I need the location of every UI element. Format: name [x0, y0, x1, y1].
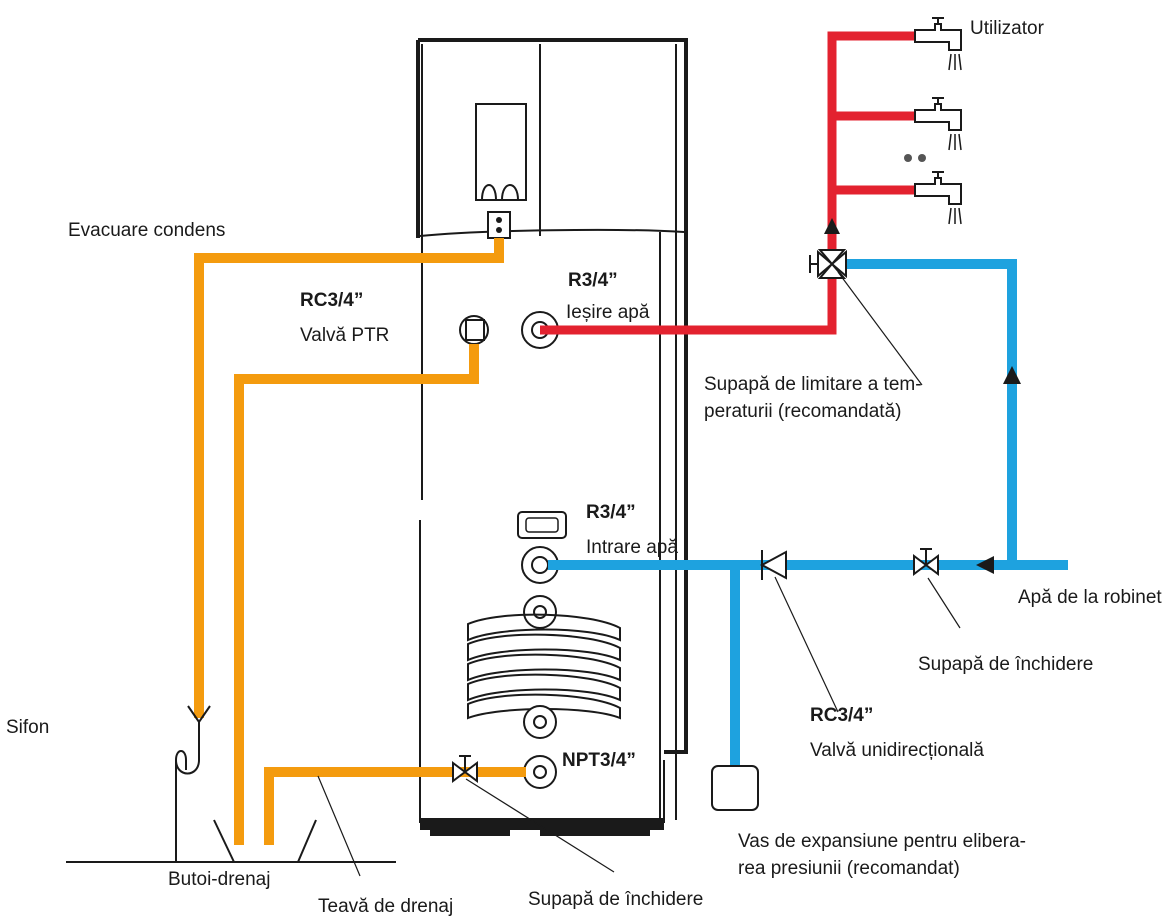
faucet-icon — [914, 17, 962, 71]
label-intrare-apa: Intrare apă — [586, 537, 678, 558]
condensate-pipes — [194, 238, 526, 845]
faucet-icon — [914, 97, 962, 151]
flow-arrow-hot — [824, 218, 840, 234]
condensate-outlet-fitting — [487, 211, 511, 239]
check-valve — [759, 550, 787, 580]
more-faucets-dots-icon — [904, 154, 926, 162]
label-supapa-limitare-1: Supapă de limitare a tem- — [704, 374, 922, 395]
temperature-limiting-valve — [809, 249, 847, 279]
label-teava-drenaj: Teavă de drenaj — [318, 896, 453, 917]
shutoff-valve-bottom — [452, 755, 478, 783]
expansion-vessel — [711, 765, 759, 811]
label-npt34: NPT3/4” — [562, 750, 636, 771]
label-iesire-apa: Ieșire apă — [566, 302, 650, 323]
leader-lines — [317, 271, 961, 877]
shutoff-valve-right — [913, 548, 939, 576]
faucet-icon — [914, 171, 962, 225]
drain-bucket — [213, 819, 317, 863]
drain-pipe — [264, 767, 526, 845]
label-valva-unidirectionala: Valvă unidirecțională — [810, 740, 984, 761]
label-rc34-check: RC3/4” — [810, 705, 873, 726]
label-supapa-inchidere-right: Supapă de închidere — [918, 654, 1093, 675]
label-utilizator: Utilizator — [970, 18, 1045, 39]
label-butoi-drenaj: Butoi-drenaj — [168, 869, 270, 890]
hot-water-pipes — [540, 31, 915, 335]
label-supapa-limitare-2: peraturii (recomandată) — [704, 401, 901, 422]
label-r34-in: R3/4” — [586, 502, 636, 523]
label-r34-out: R3/4” — [568, 270, 618, 291]
cold-water-pipes — [548, 259, 1068, 765]
flow-arrow-left — [976, 556, 994, 574]
label-vas-2: rea presiunii (recomandat) — [738, 858, 960, 879]
flow-arrow-up — [1003, 366, 1021, 384]
label-evacuare-condens: Evacuare condens — [68, 220, 225, 241]
water-heater-tank — [416, 38, 688, 836]
condensate-pipe — [194, 238, 504, 718]
siphon — [174, 705, 211, 862]
control-box — [475, 103, 527, 201]
label-supapa-inchidere-bottom: Supapă de închidere — [528, 889, 703, 910]
label-apa-robinet: Apă de la robinet — [1018, 587, 1162, 608]
label-vas-1: Vas de expansiune pentru elibera- — [738, 831, 1026, 852]
label-rc34-ptr: RC3/4” — [300, 290, 363, 311]
ptr-valve-fitting — [459, 315, 489, 345]
label-sifon: Sifon — [6, 717, 49, 738]
heat-exchanger-coil — [467, 595, 621, 739]
label-valva-ptr: Valvă PTR — [300, 325, 389, 346]
ptr-drain-pipe — [234, 344, 479, 845]
